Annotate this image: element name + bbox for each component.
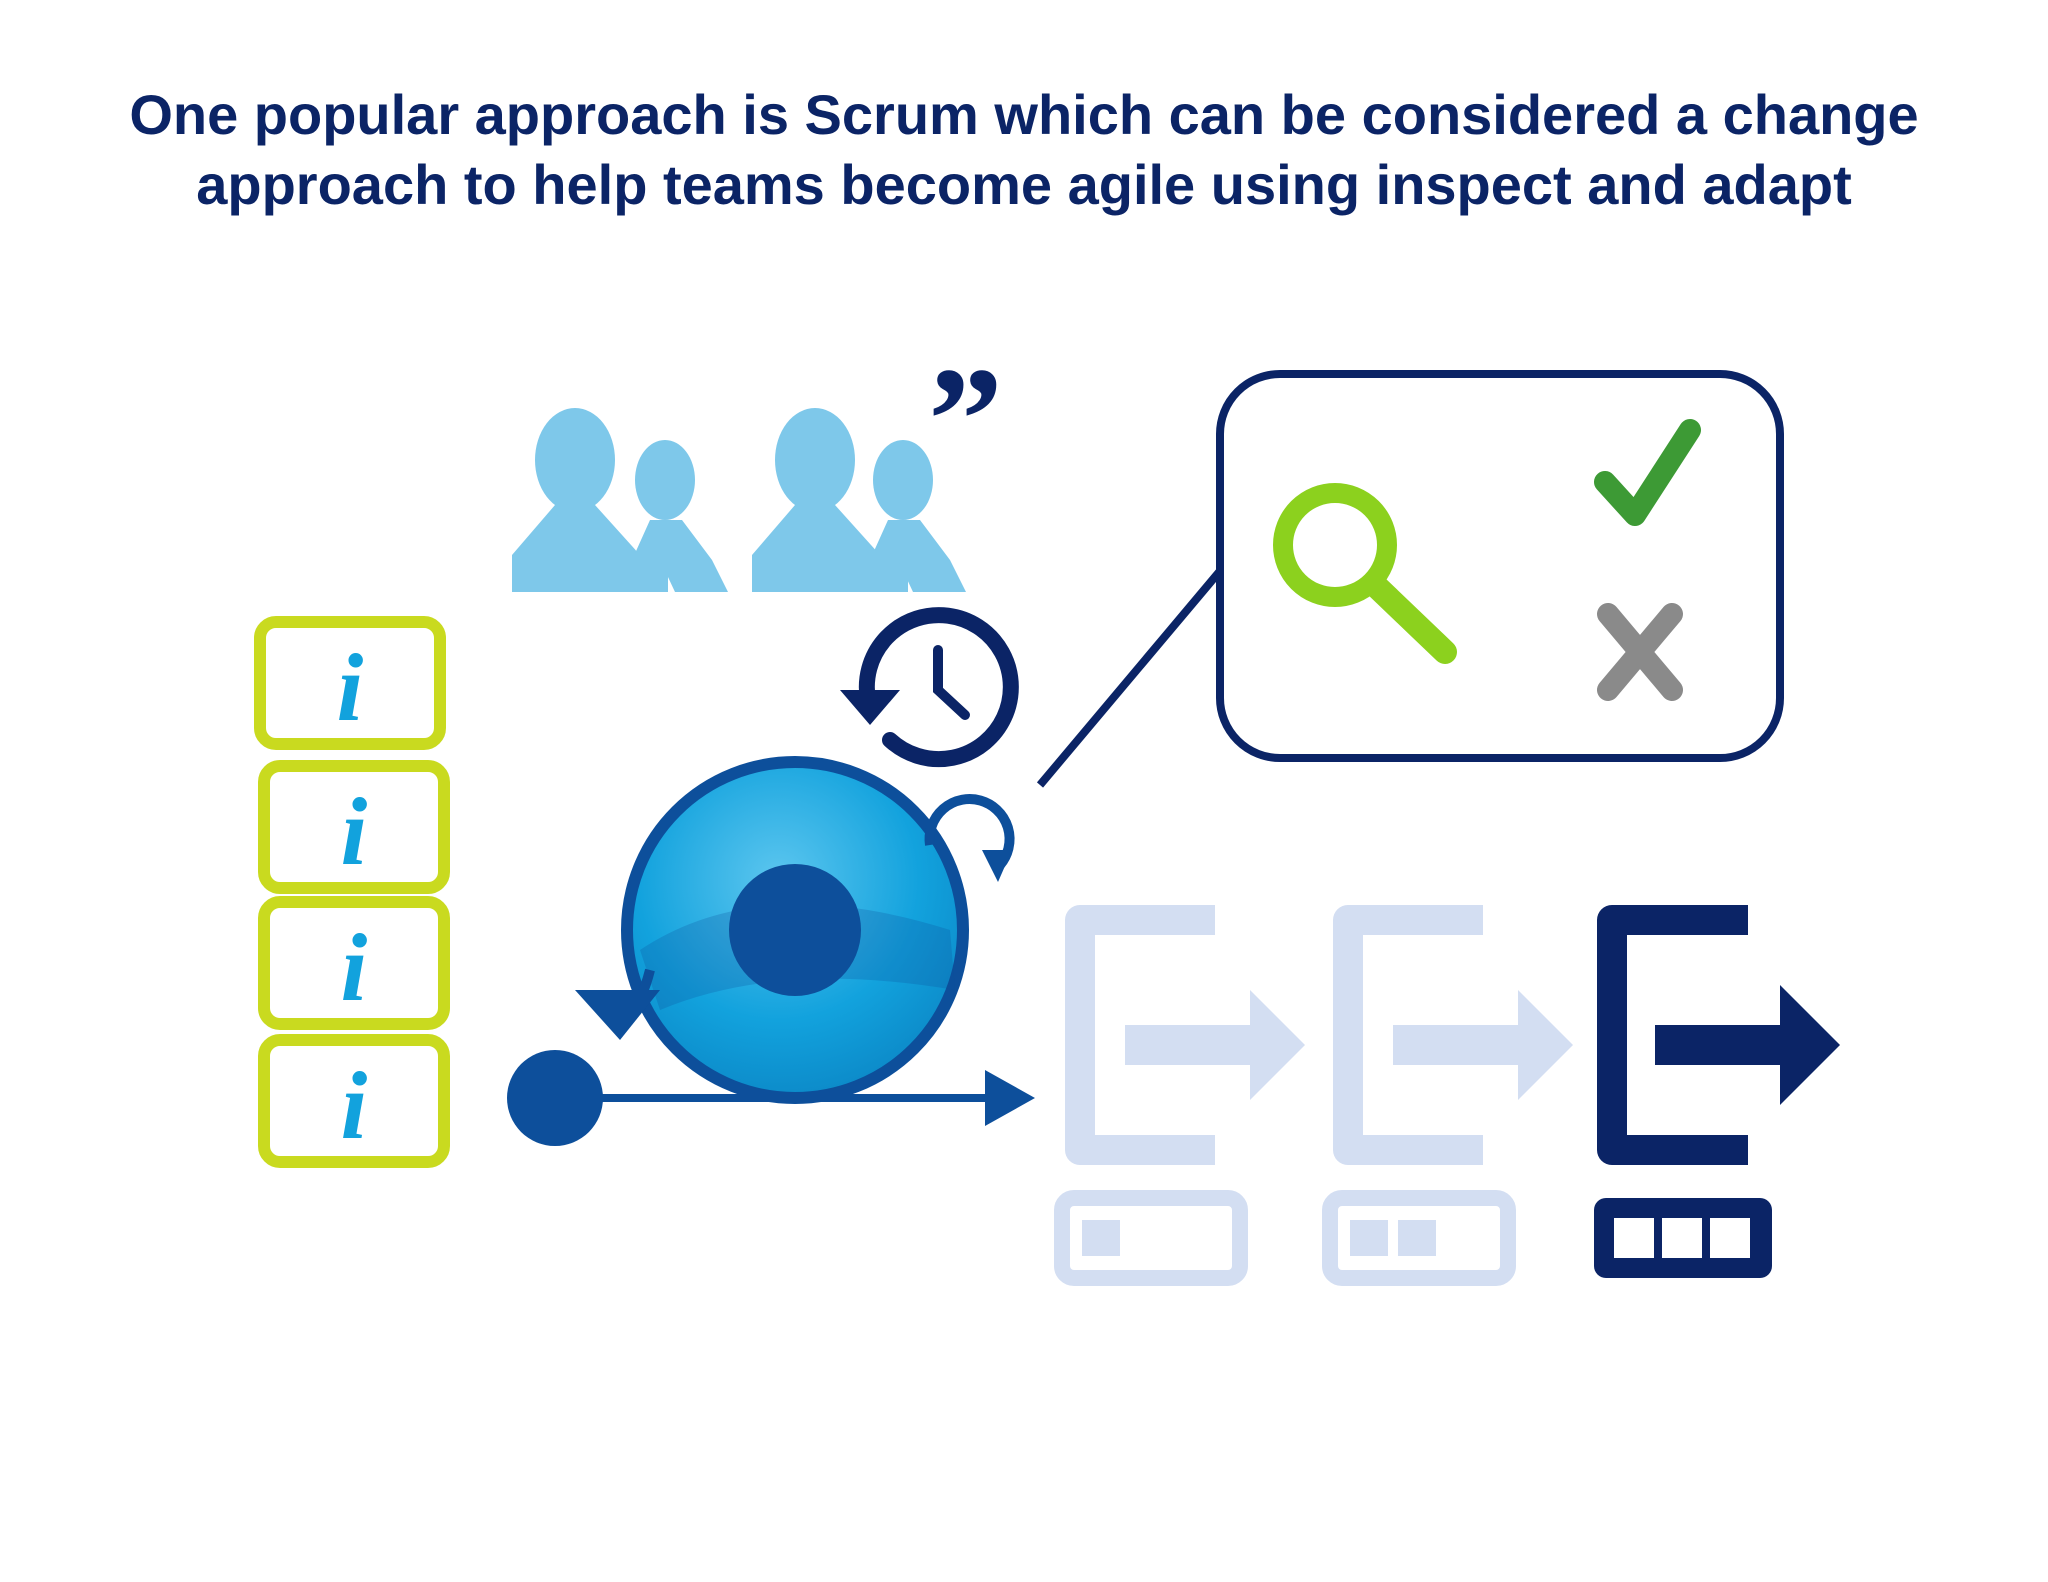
slide-title: One popular approach is Scrum which can …	[80, 80, 1968, 220]
title-line-2: approach to help teams become agile usin…	[196, 153, 1852, 216]
person-icon	[870, 440, 966, 592]
info-card: i	[258, 1034, 450, 1168]
info-icon: i	[341, 1052, 368, 1159]
progress-bar-icon	[1594, 1198, 1772, 1278]
info-icon: i	[341, 914, 368, 1021]
person-icon	[512, 408, 668, 592]
info-card: i	[258, 896, 450, 1030]
increment-export-icon	[1065, 905, 1305, 1165]
info-icon: i	[341, 778, 368, 885]
magnifier-icon	[1273, 483, 1457, 664]
people-group-icon	[512, 408, 966, 592]
checkmark-icon	[1594, 419, 1701, 526]
sprint-cycle-icon	[507, 756, 1035, 1146]
increment-3	[1594, 905, 1840, 1278]
progress-bar-icon	[1322, 1190, 1516, 1286]
cross-icon	[1597, 603, 1683, 701]
increment-export-icon	[1597, 905, 1840, 1165]
progress-bar-icon	[1054, 1190, 1248, 1286]
info-card: i	[258, 760, 450, 894]
inspect-adapt-callout	[1216, 370, 1784, 762]
info-stack: i i i i	[254, 616, 450, 1168]
info-icon: i	[337, 634, 364, 741]
increment-1	[1054, 905, 1305, 1286]
history-clock-icon	[840, 607, 1019, 768]
increment-2	[1322, 905, 1573, 1286]
increment-export-icon	[1333, 905, 1573, 1165]
info-card: i	[254, 616, 446, 750]
person-icon	[752, 408, 908, 592]
quote-icon: ”	[928, 337, 1003, 503]
title-line-1: One popular approach is Scrum which can …	[129, 83, 1919, 146]
person-icon	[632, 440, 728, 592]
callout-connector	[1036, 562, 1229, 788]
